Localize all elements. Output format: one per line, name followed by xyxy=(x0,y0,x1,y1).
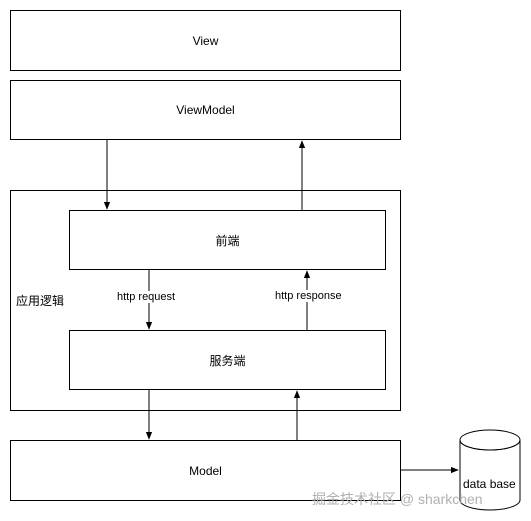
viewmodel-box: ViewModel xyxy=(10,80,401,140)
model-box: Model xyxy=(10,440,401,501)
model-label: Model xyxy=(189,463,222,478)
http-response-label: http response xyxy=(275,290,342,302)
server-box: 服务端 xyxy=(69,330,386,390)
server-label: 服务端 xyxy=(209,353,246,368)
app-logic-label: 应用逻辑 xyxy=(16,294,65,308)
watermark: 掘金技术社区 @ sharkchen xyxy=(312,491,483,507)
database-cylinder-icon xyxy=(459,429,521,511)
frontend-label: 前端 xyxy=(215,233,240,248)
view-box: View xyxy=(10,10,401,71)
viewmodel-label: ViewModel xyxy=(176,103,235,117)
view-label: View xyxy=(192,33,219,48)
http-request-label: http request xyxy=(117,291,176,303)
frontend-box: 前端 xyxy=(69,210,386,270)
database-label: data base xyxy=(463,477,516,491)
